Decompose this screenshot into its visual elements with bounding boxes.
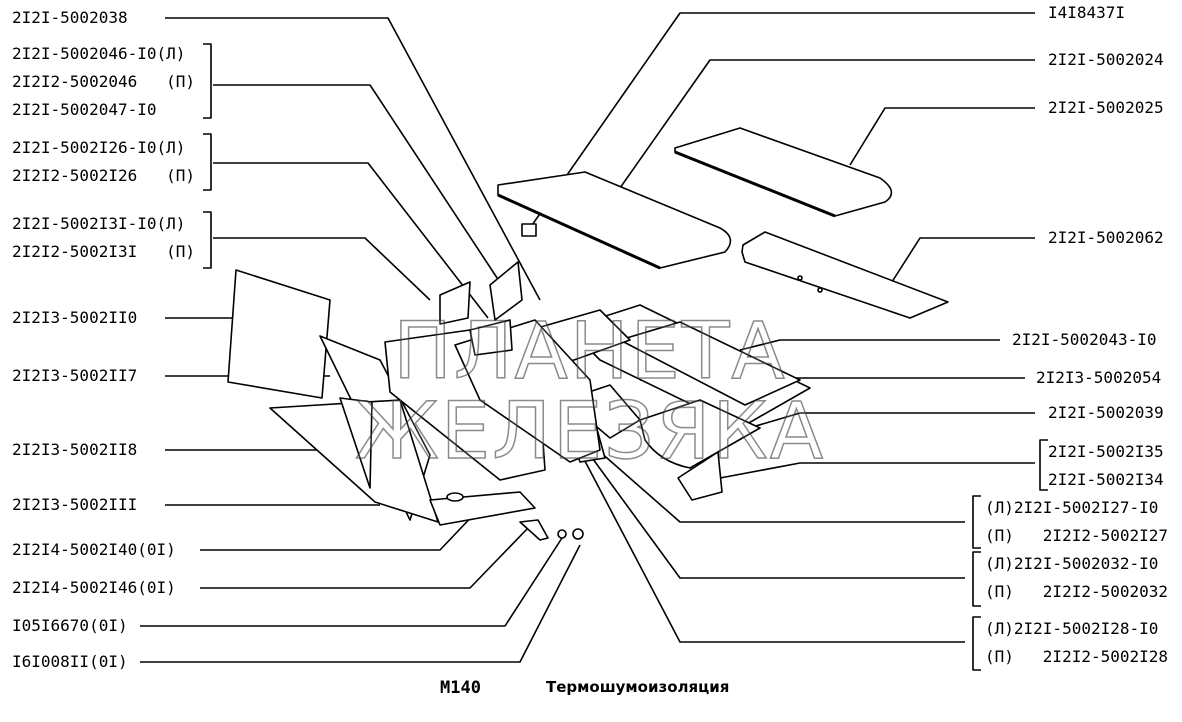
label-right-5: 2I2I-5002043-I0 — [1012, 330, 1157, 349]
label-left-16: I6I008II(0I) — [12, 652, 128, 671]
leader-2I2I-5002I34 — [719, 462, 1035, 479]
label-left-9: 2I2I3-5002II0 — [12, 308, 138, 327]
label-left-15: I05I6670(0I) — [12, 616, 128, 635]
brace-5002032 — [972, 551, 981, 607]
label-left-12: 2I2I3-5002III — [12, 495, 138, 514]
caption-title: Термошумоизоляция — [546, 678, 730, 696]
leader-I6I008II — [140, 544, 581, 663]
label-left-3: 2I2I2-5002046 (П) — [12, 72, 196, 91]
label-right-13: (П) 2I2I2-5002032 — [985, 582, 1169, 601]
leader-2I2I-5002062 — [889, 237, 1035, 286]
part-roof-front — [497, 171, 732, 269]
part-clip — [521, 223, 537, 237]
leader-2I2I4-5002I40 — [200, 507, 481, 551]
part-washer — [557, 529, 567, 539]
part-dash-panel-upper — [227, 269, 331, 399]
brace-5002I26 — [203, 133, 212, 191]
label-right-10: (Л)2I2I-5002I27-I0 — [985, 498, 1159, 517]
leader-2I2I-5002I26 — [213, 162, 489, 319]
part-rear-floor — [741, 231, 949, 319]
label-right-15: (П) 2I2I2-5002I28 — [985, 647, 1169, 666]
leader-2I2I-5002046 — [213, 84, 506, 291]
part-rear-floor-hole-2 — [817, 287, 823, 293]
leader-I05I6670 — [140, 537, 563, 627]
label-right-2: 2I2I-5002024 — [1048, 50, 1164, 69]
leader-2I2I-5002038 — [165, 17, 541, 301]
label-left-13: 2I2I4-5002I40(0I) — [12, 540, 176, 559]
label-right-1: I4I8437I — [1048, 3, 1126, 22]
brace-5002I3I — [203, 211, 212, 269]
caption-code: M140 — [440, 678, 481, 698]
brace-5002046 — [203, 43, 212, 119]
leader-2I2I4-5002I46 — [200, 527, 529, 589]
label-right-9: 2I2I-5002I34 — [1048, 470, 1164, 489]
part-rear-pad — [677, 451, 723, 501]
label-left-11: 2I2I3-5002II8 — [12, 440, 138, 459]
label-right-11: (П) 2I2I2-5002I27 — [985, 526, 1169, 545]
label-left-7: 2I2I-5002I3I-I0(Л) — [12, 214, 186, 233]
leader-2I2I-5002032 — [589, 454, 965, 579]
label-left-2: 2I2I-5002046-I0(Л) — [12, 44, 186, 63]
leader-2I2I-5002I28 — [544, 384, 965, 643]
label-right-3: 2I2I-5002025 — [1048, 98, 1164, 117]
leader-2I2I-5002I27 — [574, 429, 965, 523]
part-base-plate — [429, 491, 536, 526]
part-bracket-5002I26 — [469, 319, 513, 356]
leader-2I2I-5002043 — [739, 339, 1000, 351]
label-left-1: 2I2I-5002038 — [12, 8, 128, 27]
part-base-plate-hole — [446, 492, 464, 502]
part-roof-rear-edge — [674, 150, 836, 218]
part-bracket-5002I3I — [439, 281, 471, 325]
label-left-14: 2I2I4-5002I46(0I) — [12, 578, 176, 597]
part-lower-panel-inner — [339, 397, 373, 489]
leader-I4I8437I — [529, 12, 1035, 229]
label-right-6: 2I2I3-5002054 — [1036, 368, 1162, 387]
part-bracket-5002046 — [489, 261, 523, 321]
part-floor-mat-middle — [619, 321, 801, 406]
label-right-12: (Л)2I2I-5002032-I0 — [985, 554, 1159, 573]
part-clip-5002I46 — [519, 519, 549, 541]
part-floor-mat-rear — [639, 399, 761, 469]
watermark-text: ПЛАНЕТА ЖЕЛЕЗЯКА — [354, 307, 826, 477]
label-right-14: (Л)2I2I-5002I28-I0 — [985, 619, 1159, 638]
label-right-7: 2I2I-5002039 — [1048, 403, 1164, 422]
label-left-6: 2I2I2-5002I26 (П) — [12, 166, 196, 185]
part-nut — [572, 528, 584, 540]
leader-2I2I-5002025 — [849, 107, 1035, 166]
part-roof-front-edge — [497, 193, 661, 270]
leader-2I2I-5002024 — [619, 59, 1035, 189]
part-rear-floor-hole-1 — [797, 275, 803, 281]
label-left-8: 2I2I2-5002I3I (П) — [12, 242, 196, 261]
brace-5002I28 — [972, 616, 981, 671]
brace-5002I35 — [1039, 439, 1048, 491]
parts — [227, 127, 949, 541]
label-right-8: 2I2I-5002I35 — [1048, 442, 1164, 461]
label-left-4: 2I2I-5002047-I0 — [12, 100, 157, 119]
brace-5002I27 — [972, 495, 981, 549]
part-firewall-right — [454, 319, 601, 463]
label-left-5: 2I2I-5002I26-I0(Л) — [12, 138, 186, 157]
label-left-10: 2I2I3-5002II7 — [12, 366, 138, 385]
part-roof-rear — [674, 127, 893, 217]
label-right-4: 2I2I-5002062 — [1048, 228, 1164, 247]
leader-2I2I-5002I3I — [213, 237, 431, 301]
